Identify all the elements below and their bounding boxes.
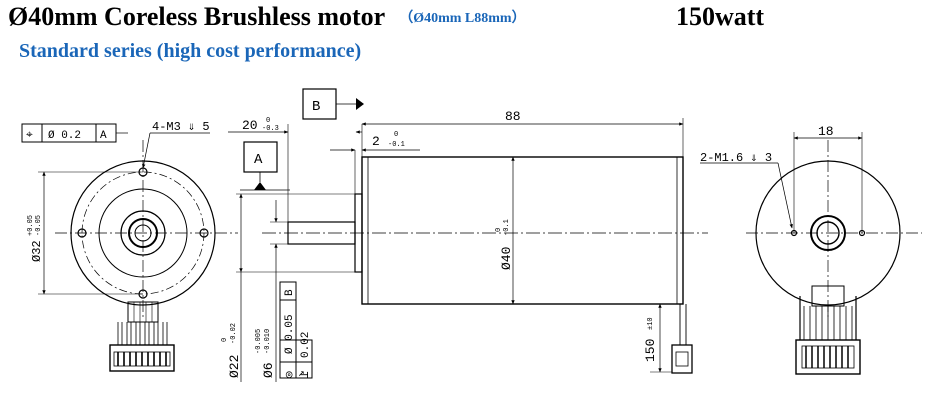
dim-2: 2 <box>372 134 380 149</box>
dim-20-tol-lower: -0.3 <box>262 125 279 133</box>
flange-diameter: Ø22 <box>227 355 242 378</box>
series-subtitle: Standard series (high cost performance) <box>19 40 362 62</box>
fcf-row1-symbol: ◎ <box>284 371 296 378</box>
front-diameter-tol-upper: +0.05 <box>27 215 35 236</box>
front-view-text: ⌖ Ø 0.2 A 4-M3 ⇓ 5 Ø32 +0.05 -0.05 <box>26 120 210 262</box>
back-view <box>746 132 922 375</box>
back-thread-note: 2-M1.6 ⇓ 3 <box>700 151 772 165</box>
front-tol-value: Ø 0.2 <box>48 130 81 142</box>
fcf-row1-value: Ø 0.05 <box>284 314 296 354</box>
lead-tol: ±10 <box>647 317 655 330</box>
front-tol-datum: A <box>100 130 107 142</box>
side-view-text: B A 20 0 -0.3 2 0 -0.1 88 2-M1.6 ⇓ 3 Ø40… <box>221 99 772 380</box>
dim-88: 88 <box>505 109 521 124</box>
datum-b-label: B <box>312 99 320 115</box>
power-rating: 150watt <box>676 2 765 31</box>
dim-2-tol-lower: -0.1 <box>388 141 405 149</box>
fcf-row2-symbol: ⊥ <box>300 371 312 378</box>
shaft-tol-lower: -0.010 <box>264 329 272 354</box>
dim-20-tol-upper: 0 <box>266 117 270 125</box>
front-view <box>21 123 238 372</box>
body-diameter: Ø40 <box>499 247 514 270</box>
side-view <box>228 88 793 382</box>
datum-a-label: A <box>254 152 263 168</box>
fcf-row3-symbol: ↗ <box>298 368 305 380</box>
back-view-text: 18 <box>818 124 834 139</box>
front-diameter-tol-lower: -0.05 <box>35 215 43 236</box>
lead-length: 150 <box>643 339 658 362</box>
dim-2-tol-upper: 0 <box>394 131 398 139</box>
body-diameter-tol-upper: 0 <box>495 228 503 232</box>
fcf-row1-datum: B <box>284 289 296 296</box>
front-diameter: Ø32 <box>30 240 44 262</box>
shaft-tol-upper: -0.005 <box>255 329 263 354</box>
flange-tol-upper: 0 <box>221 338 229 342</box>
fcf-row2-value: 0.02 <box>300 332 312 358</box>
title-main: Ø40mm Coreless Brushless motor <box>8 2 386 31</box>
body-diameter-tol-lower: -0.1 <box>503 219 511 236</box>
flange-tol-lower: -0.02 <box>230 323 238 344</box>
front-thread-note: 4-M3 ⇓ 5 <box>152 120 210 134</box>
back-dim-18: 18 <box>818 124 834 139</box>
dim-20: 20 <box>242 118 258 133</box>
page-title: Ø40mm Coreless Brushless motor （Ø40mm L88… <box>8 2 526 32</box>
front-tol-symbol: ⌖ <box>26 128 33 142</box>
shaft-diameter: Ø6 <box>261 362 276 378</box>
title-dimensions: （Ø40mm L88mm） <box>399 11 526 26</box>
